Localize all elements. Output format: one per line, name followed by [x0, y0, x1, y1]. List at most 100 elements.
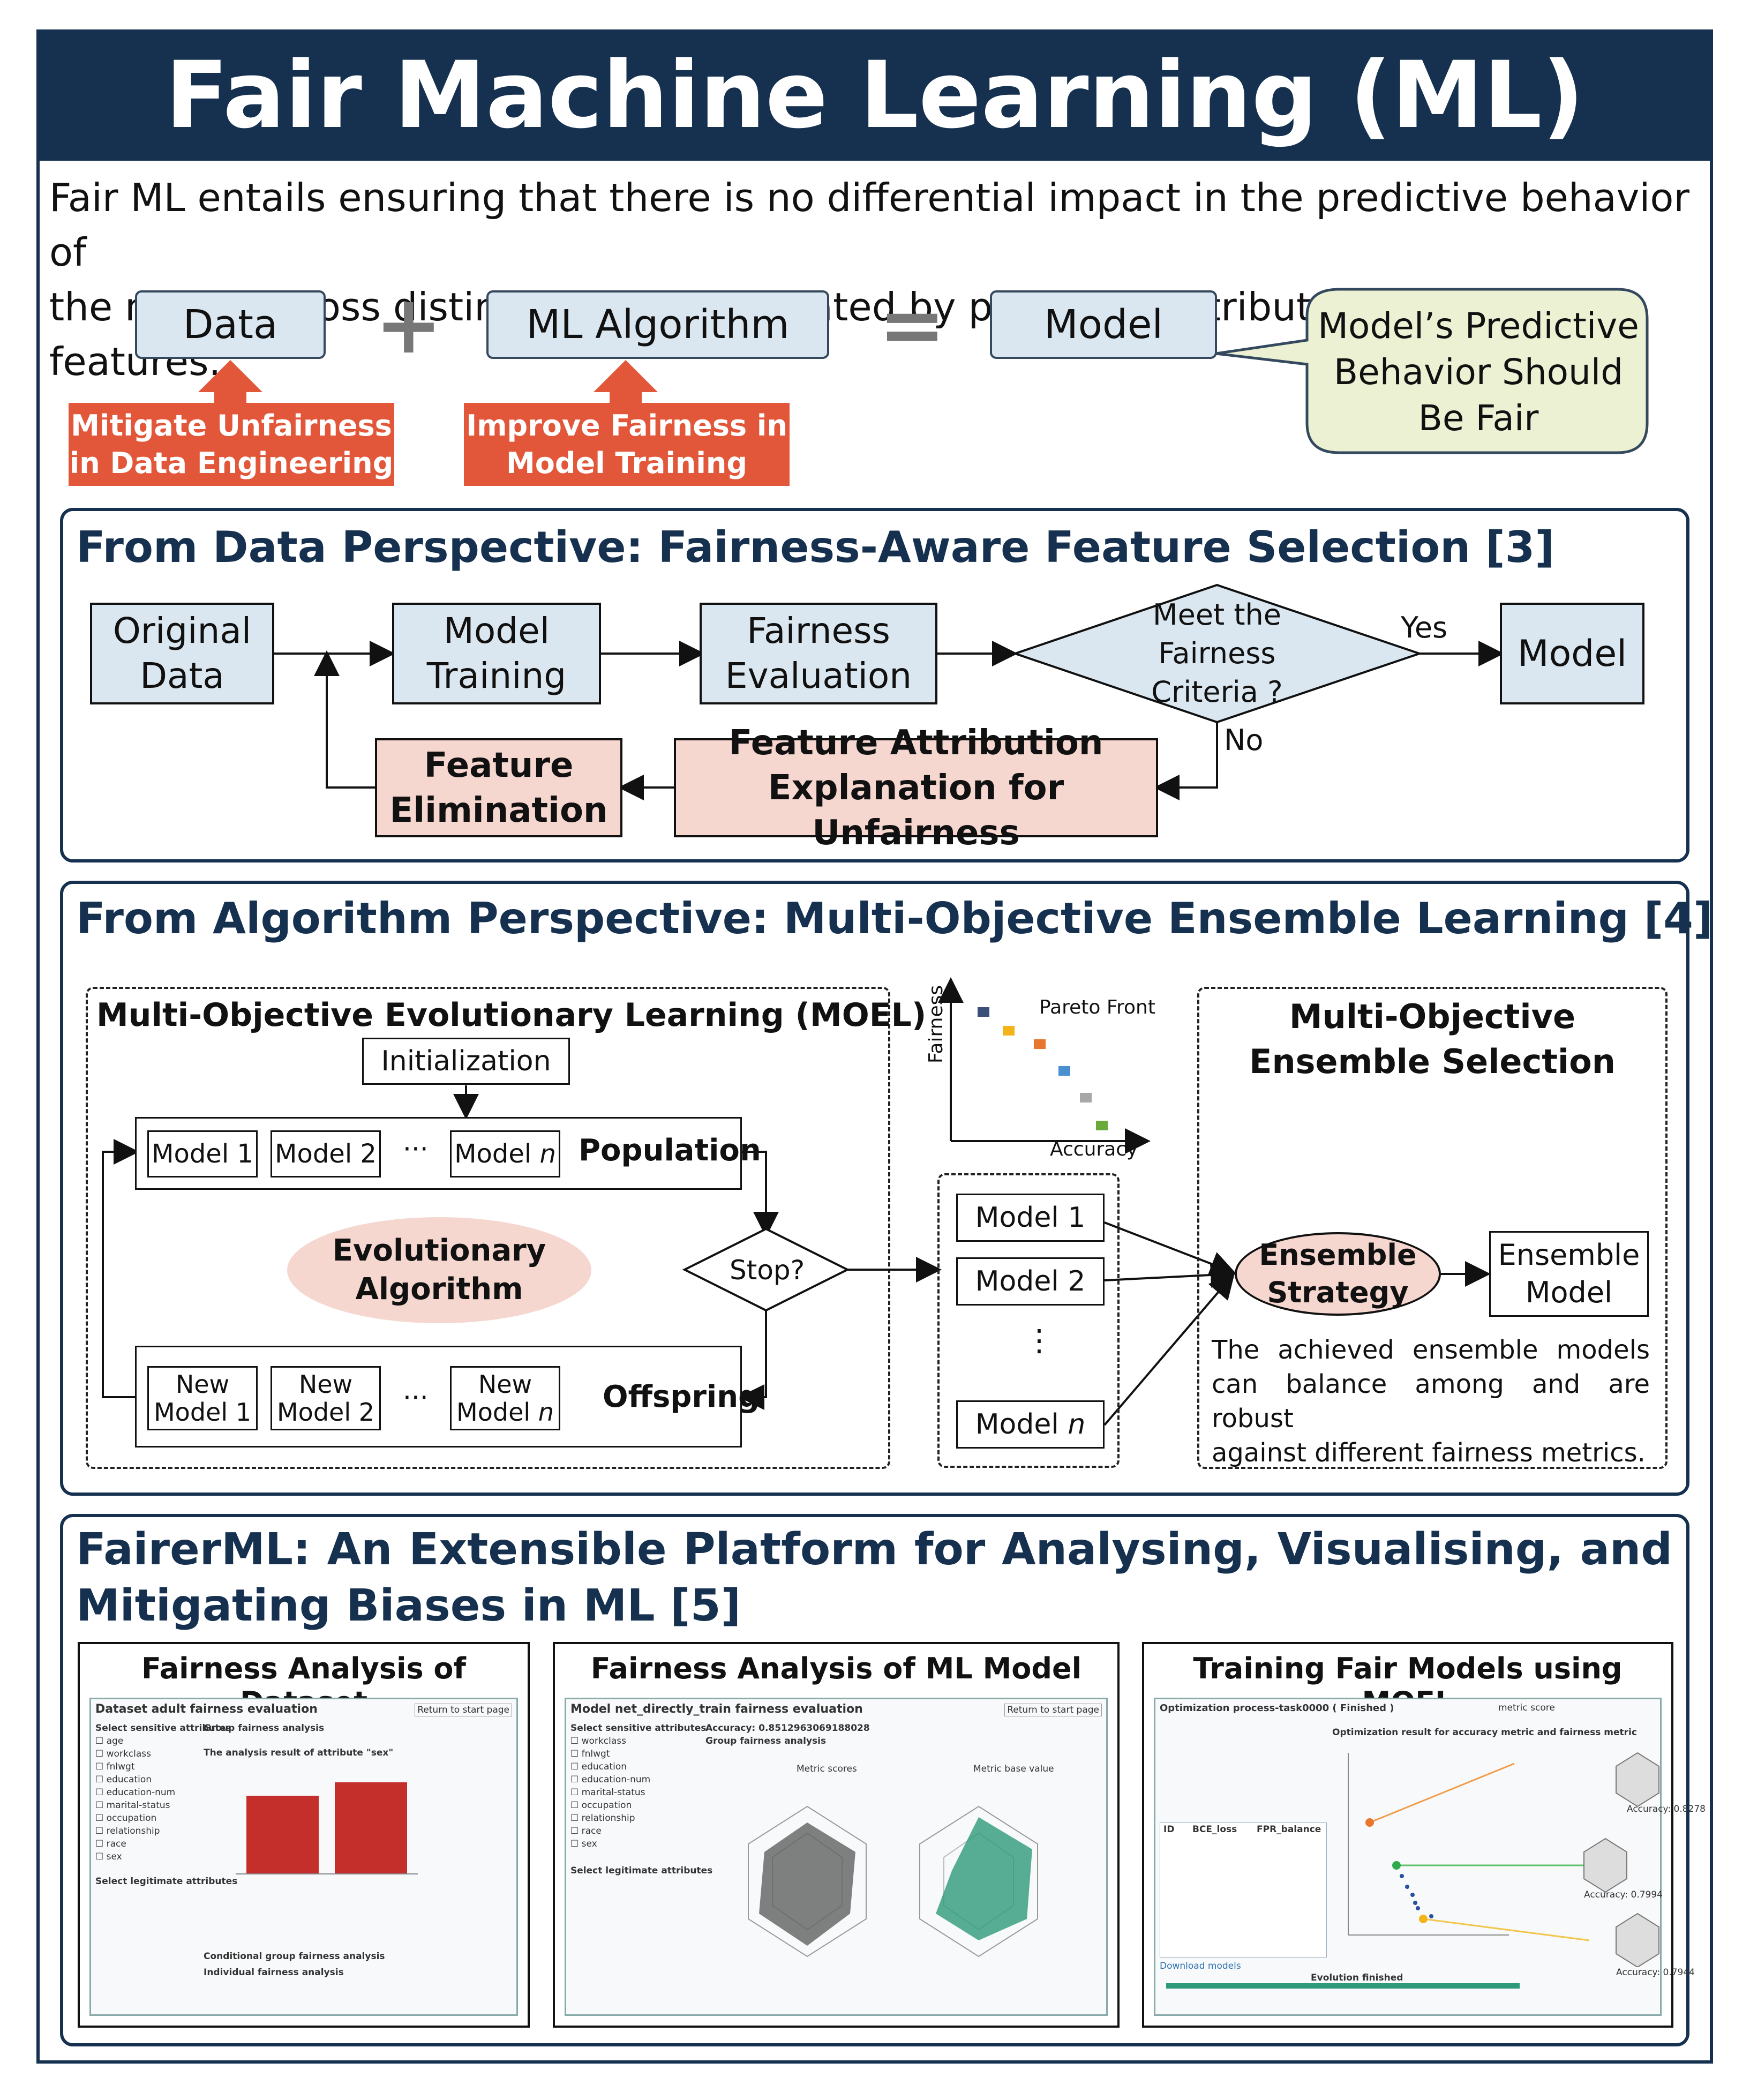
ds-list2-title: Select legitimate attributes: [95, 1876, 238, 1887]
population-model-2: Model 2: [271, 1130, 381, 1178]
dataset-analysis-view: Dataset adult fairness evaluation Return…: [89, 1698, 518, 2016]
ml-list2-title: Select legitimate attributes: [570, 1865, 713, 1876]
population-model-n: Model n: [450, 1130, 560, 1178]
original-line-2: Data: [140, 655, 224, 696]
attribute-checkbox-item[interactable]: ☐ occupation: [95, 1813, 157, 1824]
attribute-checkbox-item[interactable]: ☐ occupation: [570, 1800, 632, 1811]
page-title: Fair Machine Learning (ML): [36, 29, 1713, 161]
ml-group-title: Group fairness analysis: [705, 1736, 827, 1746]
model-training-box: Model Training: [392, 603, 601, 704]
strategy-line-2: Strategy: [1267, 1276, 1409, 1309]
note-line-2: can balance among and are robust: [1212, 1369, 1650, 1434]
population-ellipsis: ···: [403, 1134, 429, 1165]
moel-acc-1: Accuracy: 0.8278: [1627, 1804, 1706, 1814]
elimination-line-2: Elimination: [389, 790, 608, 830]
mitigate-unfairness-label: Mitigate Unfairness in Data Engineering: [69, 403, 394, 486]
data-box: Data: [135, 290, 326, 359]
attribute-checkbox-item[interactable]: ☐ age: [95, 1736, 124, 1746]
offspring-label: Offspring: [603, 1379, 760, 1414]
ds-conditional-title: Conditional group fairness analysis: [204, 1951, 385, 1962]
elimination-line-1: Feature: [424, 745, 574, 785]
callout-line-3: Be Fair: [1418, 398, 1539, 439]
offspring-n-index: n: [538, 1398, 554, 1427]
ds-bar-female: [246, 1796, 319, 1873]
attribute-checkbox-item[interactable]: ☐ fnlwgt: [570, 1749, 610, 1759]
attribute-checkbox-item[interactable]: ☐ marital-status: [570, 1787, 645, 1798]
moel-heading: Optimization process-task0000 ( Finished…: [1160, 1702, 1394, 1714]
evaluation-line-2: Evaluation: [725, 655, 912, 696]
ds-result-title: The analysis result of attribute "sex": [204, 1748, 394, 1758]
yes-label: Yes: [1401, 611, 1448, 644]
model-analysis-view: Model net_directly_train fairness evalua…: [565, 1698, 1108, 2016]
offspring-model-2: New Model 2: [271, 1366, 381, 1430]
mes-line-1: Multi-Objective: [1289, 997, 1576, 1036]
pareto-point-4: [1058, 1066, 1070, 1076]
ds-bar-axis: [236, 1873, 418, 1874]
moel-result-table: ID BCE_loss FPR_balance: [1160, 1822, 1327, 1958]
offspring-n-new: New: [478, 1370, 532, 1399]
selected-model-2: Model 2: [956, 1257, 1105, 1306]
ml-list-title: Select sensitive attributes: [570, 1723, 707, 1734]
moel-acc-3: Accuracy: 0.7944: [1616, 1967, 1695, 1978]
model-box: Model: [990, 290, 1217, 359]
selected-models-region: [937, 1173, 1120, 1468]
criteria-line-1: Meet the: [1153, 598, 1281, 632]
attribute-checkbox-item[interactable]: ☐ workclass: [95, 1749, 151, 1759]
ds-heading: Dataset adult fairness evaluation: [95, 1702, 318, 1716]
ensemble-strategy-ellipse: Ensemble Strategy: [1235, 1232, 1441, 1316]
attribute-checkbox-item[interactable]: ☐ education: [95, 1774, 152, 1785]
attribute-checkbox-item[interactable]: ☐ relationship: [95, 1826, 160, 1836]
moel-progress-bar: [1166, 1983, 1520, 1989]
attribute-checkbox-item[interactable]: ☐ education-num: [95, 1787, 176, 1798]
orange-up-arrows: [198, 360, 658, 403]
attribution-line-2: Explanation for Unfairness: [768, 768, 1064, 853]
ds-return-button[interactable]: Return to start page: [415, 1704, 512, 1716]
moel-col-fpr: FPR_balance: [1257, 1824, 1321, 1835]
mes-line-2: Ensemble Selection: [1249, 1042, 1616, 1081]
training-line-1: Model: [443, 610, 550, 651]
attribution-line-1: Feature Attribution: [728, 723, 1103, 763]
attribute-checkbox-item[interactable]: ☐ relationship: [570, 1813, 635, 1824]
attribute-checkbox-item[interactable]: ☐ race: [570, 1826, 602, 1836]
evo-line-1: Evolutionary: [332, 1233, 546, 1268]
attribute-checkbox-item[interactable]: ☐ sex: [570, 1839, 597, 1849]
attribute-checkbox-item[interactable]: ☐ marital-status: [95, 1800, 170, 1811]
original-line-1: Original: [112, 610, 252, 651]
population-model-n-prefix: Model: [454, 1139, 540, 1169]
improve-fairness-label: Improve Fairness in Model Training: [464, 403, 790, 486]
moel-col-bce: BCE_loss: [1192, 1824, 1237, 1835]
fairerml-title-line-1: FairerML: An Extensible Platform for Ana…: [76, 1524, 1672, 1575]
fairness-evaluation-box: Fairness Evaluation: [700, 603, 937, 704]
ds-list-title: Select sensitive attributes: [95, 1723, 231, 1734]
moel-download-link[interactable]: Download models: [1160, 1961, 1241, 1971]
ml-heading: Model net_directly_train fairness evalua…: [570, 1702, 863, 1716]
algorithm-perspective-panel: [60, 881, 1689, 1496]
output-model-box: Model: [1500, 603, 1644, 704]
initialization-box: Initialization: [362, 1038, 570, 1085]
ensemble-selection-region: [1197, 987, 1668, 1469]
attribute-checkbox-item[interactable]: ☐ workclass: [570, 1736, 626, 1746]
attribute-checkbox-item[interactable]: ☐ race: [95, 1839, 126, 1849]
pareto-point-2: [1003, 1026, 1015, 1036]
evaluation-line-1: Fairness: [747, 610, 890, 651]
criteria-line-2: Fairness: [1158, 636, 1276, 670]
ds-group-title: Group fairness analysis: [204, 1723, 325, 1734]
improve-line-1: Improve Fairness in: [466, 408, 787, 442]
callout-line-1: Model’s Predictive: [1318, 305, 1639, 347]
fairness-axis-label: Fairness: [925, 985, 947, 1063]
selected-model-n-index: n: [1068, 1408, 1086, 1441]
fairerml-title-line-2: Mitigating Biases in ML [5]: [76, 1580, 741, 1631]
moel-metric-score-radio[interactable]: metric score: [1498, 1702, 1555, 1713]
offspring-n-label: Model n: [456, 1398, 554, 1426]
ml-return-button[interactable]: Return to start page: [1004, 1704, 1102, 1716]
attribute-checkbox-item[interactable]: ☐ sex: [95, 1851, 122, 1862]
attribute-checkbox-item[interactable]: ☐ fnlwgt: [95, 1761, 135, 1772]
attribute-checkbox-item[interactable]: ☐ education-num: [570, 1774, 651, 1785]
attribute-checkbox-item[interactable]: ☐ education: [570, 1761, 627, 1772]
ml-metric-scores-title: Metric scores: [797, 1764, 857, 1774]
offspring-1-new: New: [175, 1370, 230, 1399]
stop-label: Stop?: [730, 1255, 805, 1286]
note-line-1: The achieved ensemble models: [1212, 1335, 1650, 1365]
ml-radar-left-area: [759, 1822, 855, 1946]
